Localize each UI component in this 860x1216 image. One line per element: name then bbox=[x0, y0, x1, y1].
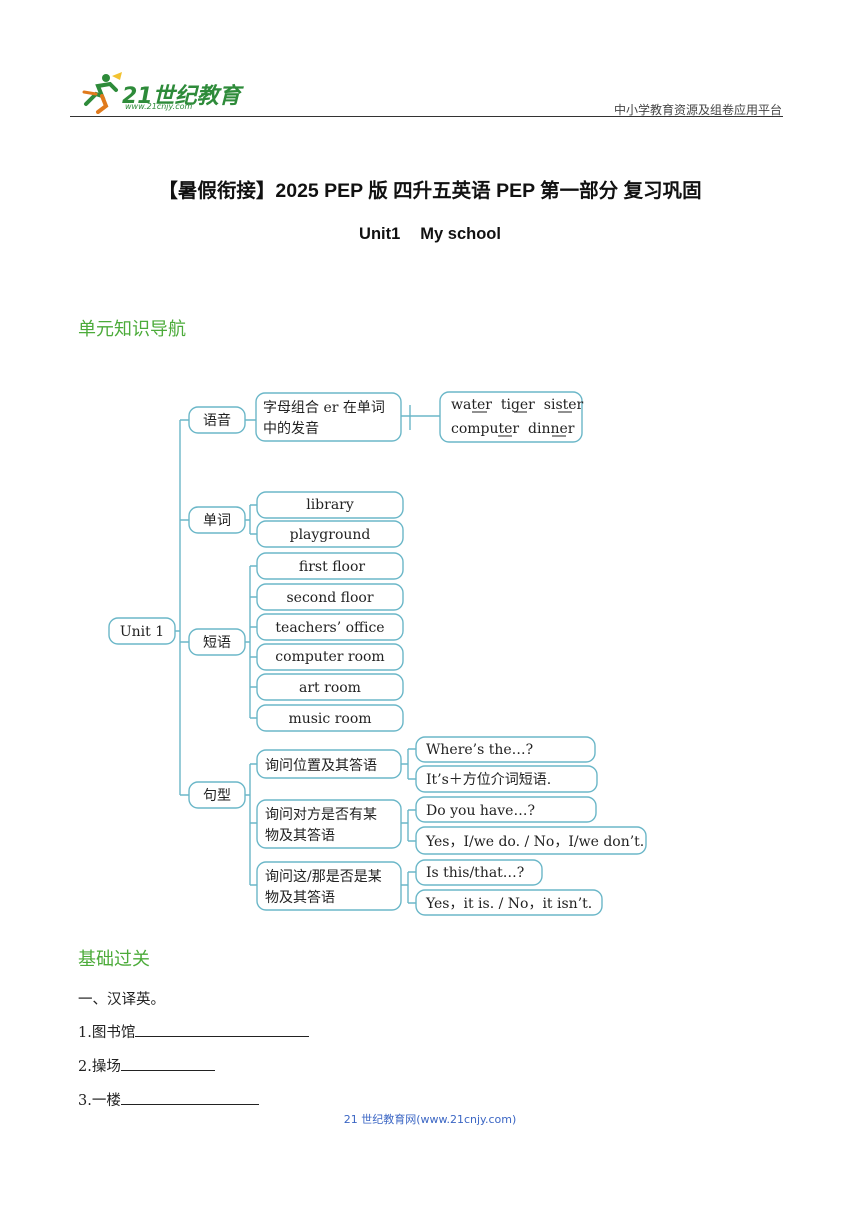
phrase-item: music room bbox=[288, 711, 371, 727]
phrase-item: second floor bbox=[286, 590, 373, 606]
sentence-pattern: Yes，I/we do. / No，I/we don’t. bbox=[425, 834, 644, 850]
sentence-topic: 物及其答语 bbox=[265, 827, 335, 844]
phrase-item: art room bbox=[299, 680, 361, 696]
exercise-heading: 一、汉译英。 bbox=[78, 992, 165, 1008]
phrase-item: computer room bbox=[275, 649, 384, 665]
page-title: 【暑假衔接】2025 PEP 版 四升五英语 PEP 第一部分 复习巩固 bbox=[158, 180, 702, 202]
word-item: library bbox=[306, 497, 354, 513]
sentence-topic: 询问这/那是否是某 bbox=[265, 868, 382, 885]
exercise-item: 2.操场 bbox=[78, 1055, 215, 1076]
word-item: playground bbox=[290, 527, 371, 543]
answer-blank[interactable] bbox=[120, 1090, 259, 1105]
section-heading-basics: 基础过关 bbox=[78, 949, 150, 970]
pronunciation-example-line: computer dinner bbox=[451, 421, 575, 437]
knowledge-mindmap: Unit 1 语音 单词 短语 句型 字母组合 er 在单词 中的发音 wate… bbox=[108, 391, 647, 916]
pronunciation-label: 语音 bbox=[203, 412, 231, 429]
logo-runner-icon bbox=[82, 72, 122, 114]
phrases-label: 短语 bbox=[203, 635, 231, 651]
sentence-pattern: Do you have…? bbox=[426, 803, 535, 819]
unit-number: Unit1 bbox=[359, 225, 401, 243]
mindmap-root: Unit 1 bbox=[120, 624, 164, 640]
pronunciation-rule-line: 中的发音 bbox=[263, 420, 319, 437]
sentence-topic: 询问对方是否有某 bbox=[265, 807, 377, 823]
phrase-item: first floor bbox=[299, 559, 365, 575]
words-label: 单词 bbox=[203, 513, 231, 529]
sentences-label: 句型 bbox=[203, 788, 231, 804]
exercise-item: 3.一楼 bbox=[78, 1089, 259, 1110]
sentence-pattern: Is this/that…? bbox=[426, 865, 524, 881]
pronunciation-example-line: water tiger sister bbox=[451, 397, 584, 413]
exercise-prompt: 3.一楼 bbox=[78, 1093, 121, 1109]
footer-source: 21 世纪教育网(www.21cnjy.com) bbox=[343, 1113, 517, 1126]
answer-blank[interactable] bbox=[135, 1022, 310, 1037]
unit-name: My school bbox=[420, 225, 501, 243]
pronunciation-rule-line: 字母组合 er 在单词 bbox=[263, 400, 385, 416]
phrase-item: teachers’ office bbox=[275, 620, 384, 636]
answer-blank[interactable] bbox=[120, 1056, 215, 1071]
exercise-item: 1.图书馆 bbox=[78, 1021, 310, 1042]
header-divider bbox=[70, 116, 783, 117]
exercise-prompt: 2.操场 bbox=[78, 1059, 121, 1075]
logo-text: 21世纪教育 bbox=[122, 84, 241, 109]
platform-label: 中小学教育资源及组卷应用平台 bbox=[613, 103, 782, 117]
sentence-pattern: Where’s the…? bbox=[426, 742, 533, 758]
exercise-prompt: 1.图书馆 bbox=[78, 1025, 136, 1041]
sentence-topic: 物及其答语 bbox=[265, 889, 335, 906]
unit-subtitle: Unit1 My school bbox=[0, 225, 860, 244]
sentence-topic: 询问位置及其答语 bbox=[265, 757, 377, 774]
section-heading-navigation: 单元知识导航 bbox=[78, 319, 186, 340]
sentence-pattern: Yes，it is. / No，it isn’t. bbox=[425, 896, 592, 912]
logo-url: www.21cnjy.com bbox=[125, 102, 193, 111]
sentence-pattern: It’s＋方位介词短语. bbox=[426, 772, 551, 788]
